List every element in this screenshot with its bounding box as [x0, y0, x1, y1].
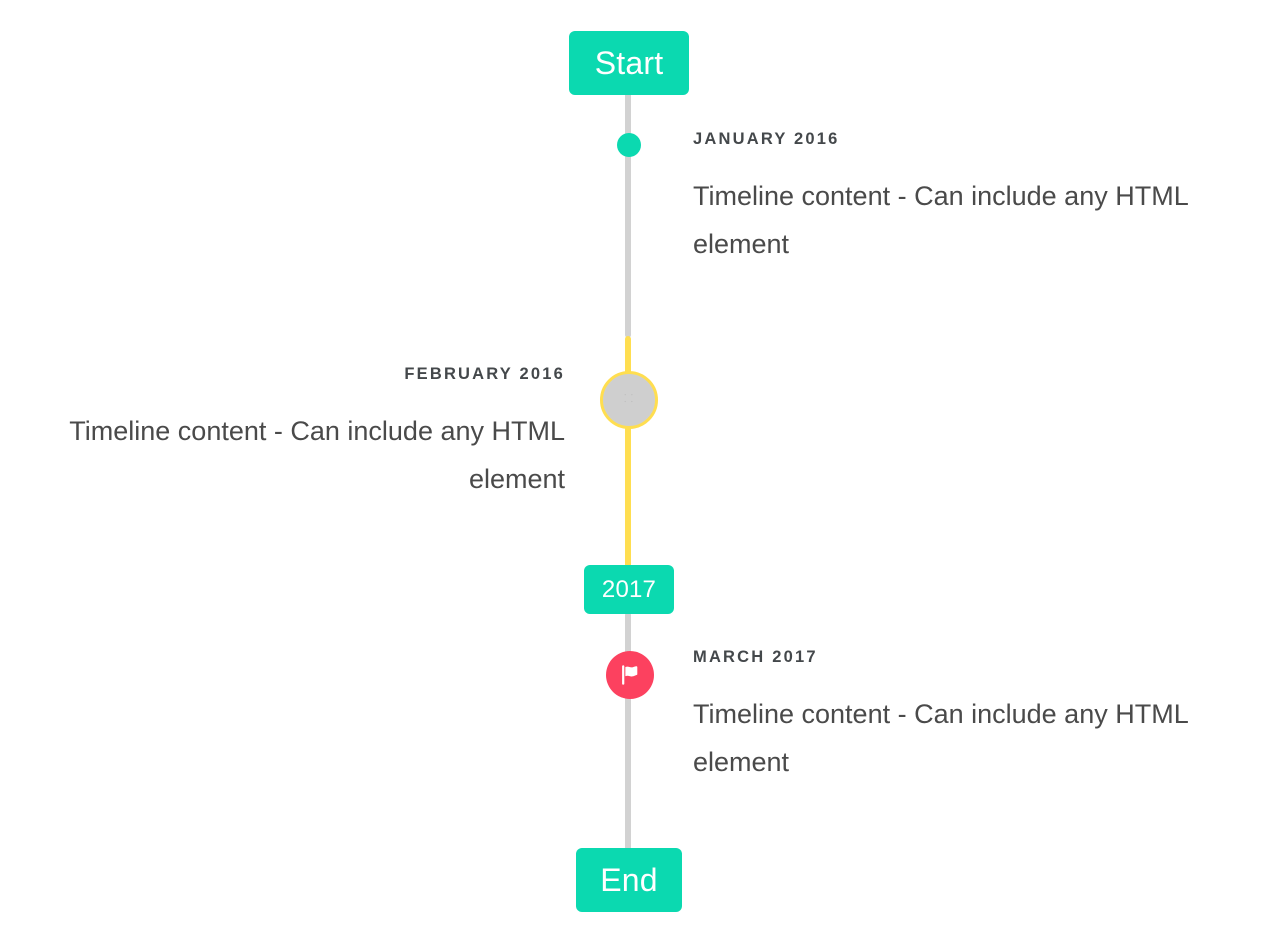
- timeline-entry-march: MARCH 2017 Timeline content - Can includ…: [693, 648, 1223, 786]
- timeline-rail-lower: [625, 612, 631, 858]
- timeline-entry-date: JANUARY 2016: [693, 130, 840, 148]
- timeline-entry-january: JANUARY 2016 Timeline content - Can incl…: [693, 130, 1223, 268]
- placeholder-glyph-label: ⸬: [623, 393, 635, 406]
- flag-icon[interactable]: [606, 651, 654, 699]
- timeline-end-badge[interactable]: End: [576, 848, 682, 912]
- timeline-entry-february: FEBRUARY 2016 Timeline content - Can inc…: [35, 365, 565, 503]
- timeline-rail-upper: [625, 86, 631, 338]
- timeline-entry-body: Timeline content - Can include any HTML …: [69, 415, 565, 494]
- timeline-start-badge[interactable]: Start: [569, 31, 689, 95]
- timeline-entry-date: FEBRUARY 2016: [404, 365, 565, 383]
- placeholder-glyph-icon[interactable]: ⸬: [600, 371, 658, 429]
- timeline-entry-date: MARCH 2017: [693, 648, 818, 666]
- dot-icon[interactable]: [617, 133, 641, 157]
- timeline-entry-body: Timeline content - Can include any HTML …: [693, 180, 1188, 259]
- timeline-year-badge[interactable]: 2017: [584, 565, 674, 614]
- timeline-entry-body: Timeline content - Can include any HTML …: [693, 698, 1188, 777]
- timeline-rail-highlighted: [625, 336, 631, 570]
